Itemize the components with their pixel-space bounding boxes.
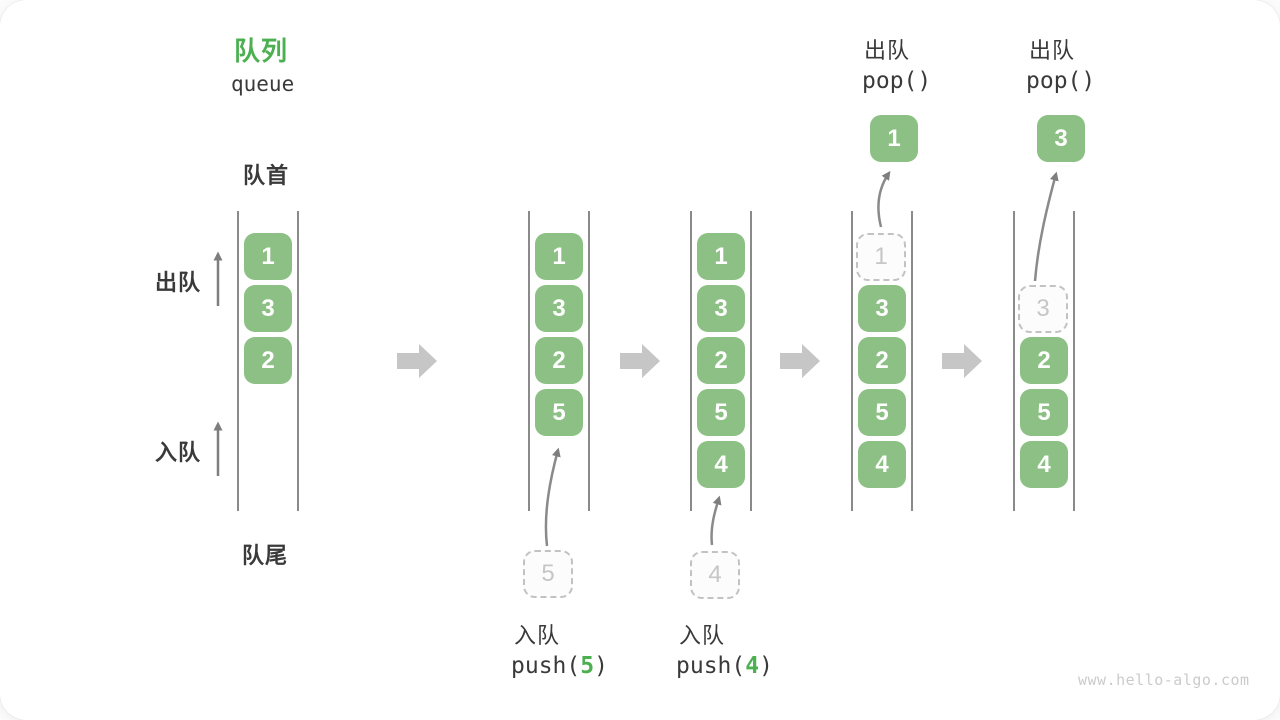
queue-item: 1 bbox=[697, 233, 745, 280]
queue-item: 2 bbox=[1020, 337, 1068, 384]
state2-rail-right bbox=[588, 211, 590, 511]
op-code-pop2: pop() bbox=[1026, 68, 1096, 94]
queue-item: 4 bbox=[697, 441, 745, 488]
op-code-fn: push( bbox=[511, 653, 581, 679]
queue-item: 5 bbox=[1020, 389, 1068, 436]
pop1-arrow-icon bbox=[877, 170, 891, 228]
op-code-arg: 4 bbox=[745, 653, 760, 679]
push5-arrow-icon bbox=[544, 447, 561, 547]
state4-rail-left bbox=[851, 211, 853, 511]
op-label-dequeue-2: 出队 bbox=[1029, 38, 1076, 63]
state4-rail-right bbox=[911, 211, 913, 511]
state1-rail-left bbox=[237, 211, 239, 511]
title-en: queue bbox=[231, 72, 295, 96]
op-label-enqueue-2: 入队 bbox=[679, 623, 726, 648]
label-dequeue-direction: 出队 bbox=[155, 270, 202, 295]
queue-item: 4 bbox=[858, 441, 906, 488]
op-code-push5: push(5) bbox=[511, 653, 608, 679]
label-enqueue-direction: 入队 bbox=[155, 440, 202, 465]
op-label-enqueue-1: 入队 bbox=[514, 623, 561, 648]
state3-rail-left bbox=[690, 211, 692, 511]
queue-item: 3 bbox=[535, 285, 583, 332]
op-code-close: ) bbox=[759, 653, 773, 679]
op-code-close: ) bbox=[594, 653, 608, 679]
op-label-dequeue-1: 出队 bbox=[864, 38, 911, 63]
queue-item: 5 bbox=[535, 389, 583, 436]
popped-item: 3 bbox=[1037, 115, 1085, 162]
queue-item: 3 bbox=[244, 285, 292, 332]
queue-item: 5 bbox=[858, 389, 906, 436]
transition-arrow-icon bbox=[942, 344, 982, 378]
state3-rail-right bbox=[750, 211, 752, 511]
state2-rail-left bbox=[528, 211, 530, 511]
incoming-item-ghost: 5 bbox=[523, 550, 573, 598]
queue-item: 2 bbox=[244, 337, 292, 384]
removed-item-ghost: 1 bbox=[856, 233, 906, 281]
queue-item: 3 bbox=[697, 285, 745, 332]
transition-arrow-icon bbox=[397, 344, 437, 378]
label-queue-front: 队首 bbox=[243, 163, 290, 188]
transition-arrow-icon bbox=[620, 344, 660, 378]
queue-item: 1 bbox=[244, 233, 292, 280]
watermark: www.hello-algo.com bbox=[1078, 671, 1250, 689]
push4-arrow-icon bbox=[710, 495, 722, 546]
popped-item: 1 bbox=[870, 115, 918, 162]
incoming-item-ghost: 4 bbox=[690, 551, 740, 599]
state1-rail-right bbox=[297, 211, 299, 511]
state5-rail-left bbox=[1013, 211, 1015, 511]
queue-item: 4 bbox=[1020, 441, 1068, 488]
pop2-arrow-icon bbox=[1033, 171, 1059, 282]
op-code-arg: 5 bbox=[580, 653, 595, 679]
label-queue-rear: 队尾 bbox=[242, 543, 289, 568]
queue-item: 5 bbox=[697, 389, 745, 436]
title-zh: 队列 bbox=[234, 36, 289, 66]
queue-item: 2 bbox=[535, 337, 583, 384]
state5-rail-right bbox=[1073, 211, 1075, 511]
transition-arrow-icon bbox=[780, 344, 820, 378]
queue-item: 2 bbox=[697, 337, 745, 384]
queue-item: 2 bbox=[858, 337, 906, 384]
removed-item-ghost: 3 bbox=[1018, 285, 1068, 333]
queue-item: 3 bbox=[858, 285, 906, 332]
queue-item: 1 bbox=[535, 233, 583, 280]
op-code-pop1: pop() bbox=[862, 68, 932, 94]
op-code-fn: push( bbox=[676, 653, 746, 679]
op-code-push4: push(4) bbox=[676, 653, 773, 679]
